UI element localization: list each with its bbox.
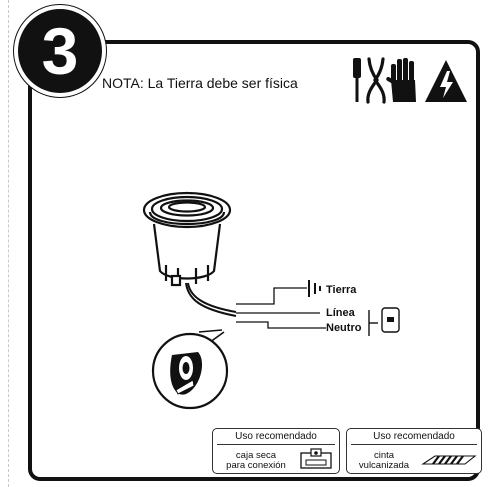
tape-strip-icon — [421, 455, 477, 465]
recommendation-box-junction: Uso recomendado caja seca para conexión — [212, 428, 340, 474]
page-edge-dashes — [8, 0, 9, 487]
recommendation-line2: vulcanizada — [358, 460, 410, 471]
junction-box-icon — [300, 448, 332, 469]
screwdriver-icon — [353, 58, 361, 102]
tape-roll-icon — [170, 352, 203, 395]
instruction-panel — [28, 40, 480, 481]
step-number-badge: 3 — [14, 5, 106, 97]
high-voltage-warning-icon — [425, 60, 467, 102]
pliers-icon — [366, 57, 386, 104]
recommendation-line2: para conexión — [226, 460, 286, 471]
inground-light-fixture — [142, 191, 232, 287]
recommendation-box-tape: Uso recomendado cinta vulcanizada — [346, 428, 482, 474]
ground-symbol — [308, 280, 321, 297]
recommendation-title: Uso recomendado — [213, 431, 339, 445]
wire-lines — [236, 287, 326, 329]
neutral-label: Neutro — [326, 322, 362, 334]
line-label: Línea — [326, 307, 355, 319]
ground-label: Tierra — [326, 284, 357, 296]
cable — [185, 282, 237, 317]
recommendation-title: Uso recomendado — [347, 431, 481, 445]
recommendation-line1: cinta — [373, 450, 395, 461]
note-text: NOTA: La Tierra debe ser física — [102, 75, 298, 91]
recommendation-line1: caja seca — [235, 450, 277, 461]
tools-icon-group — [353, 57, 467, 104]
switch-icon — [368, 307, 400, 336]
glove-icon — [386, 58, 416, 102]
